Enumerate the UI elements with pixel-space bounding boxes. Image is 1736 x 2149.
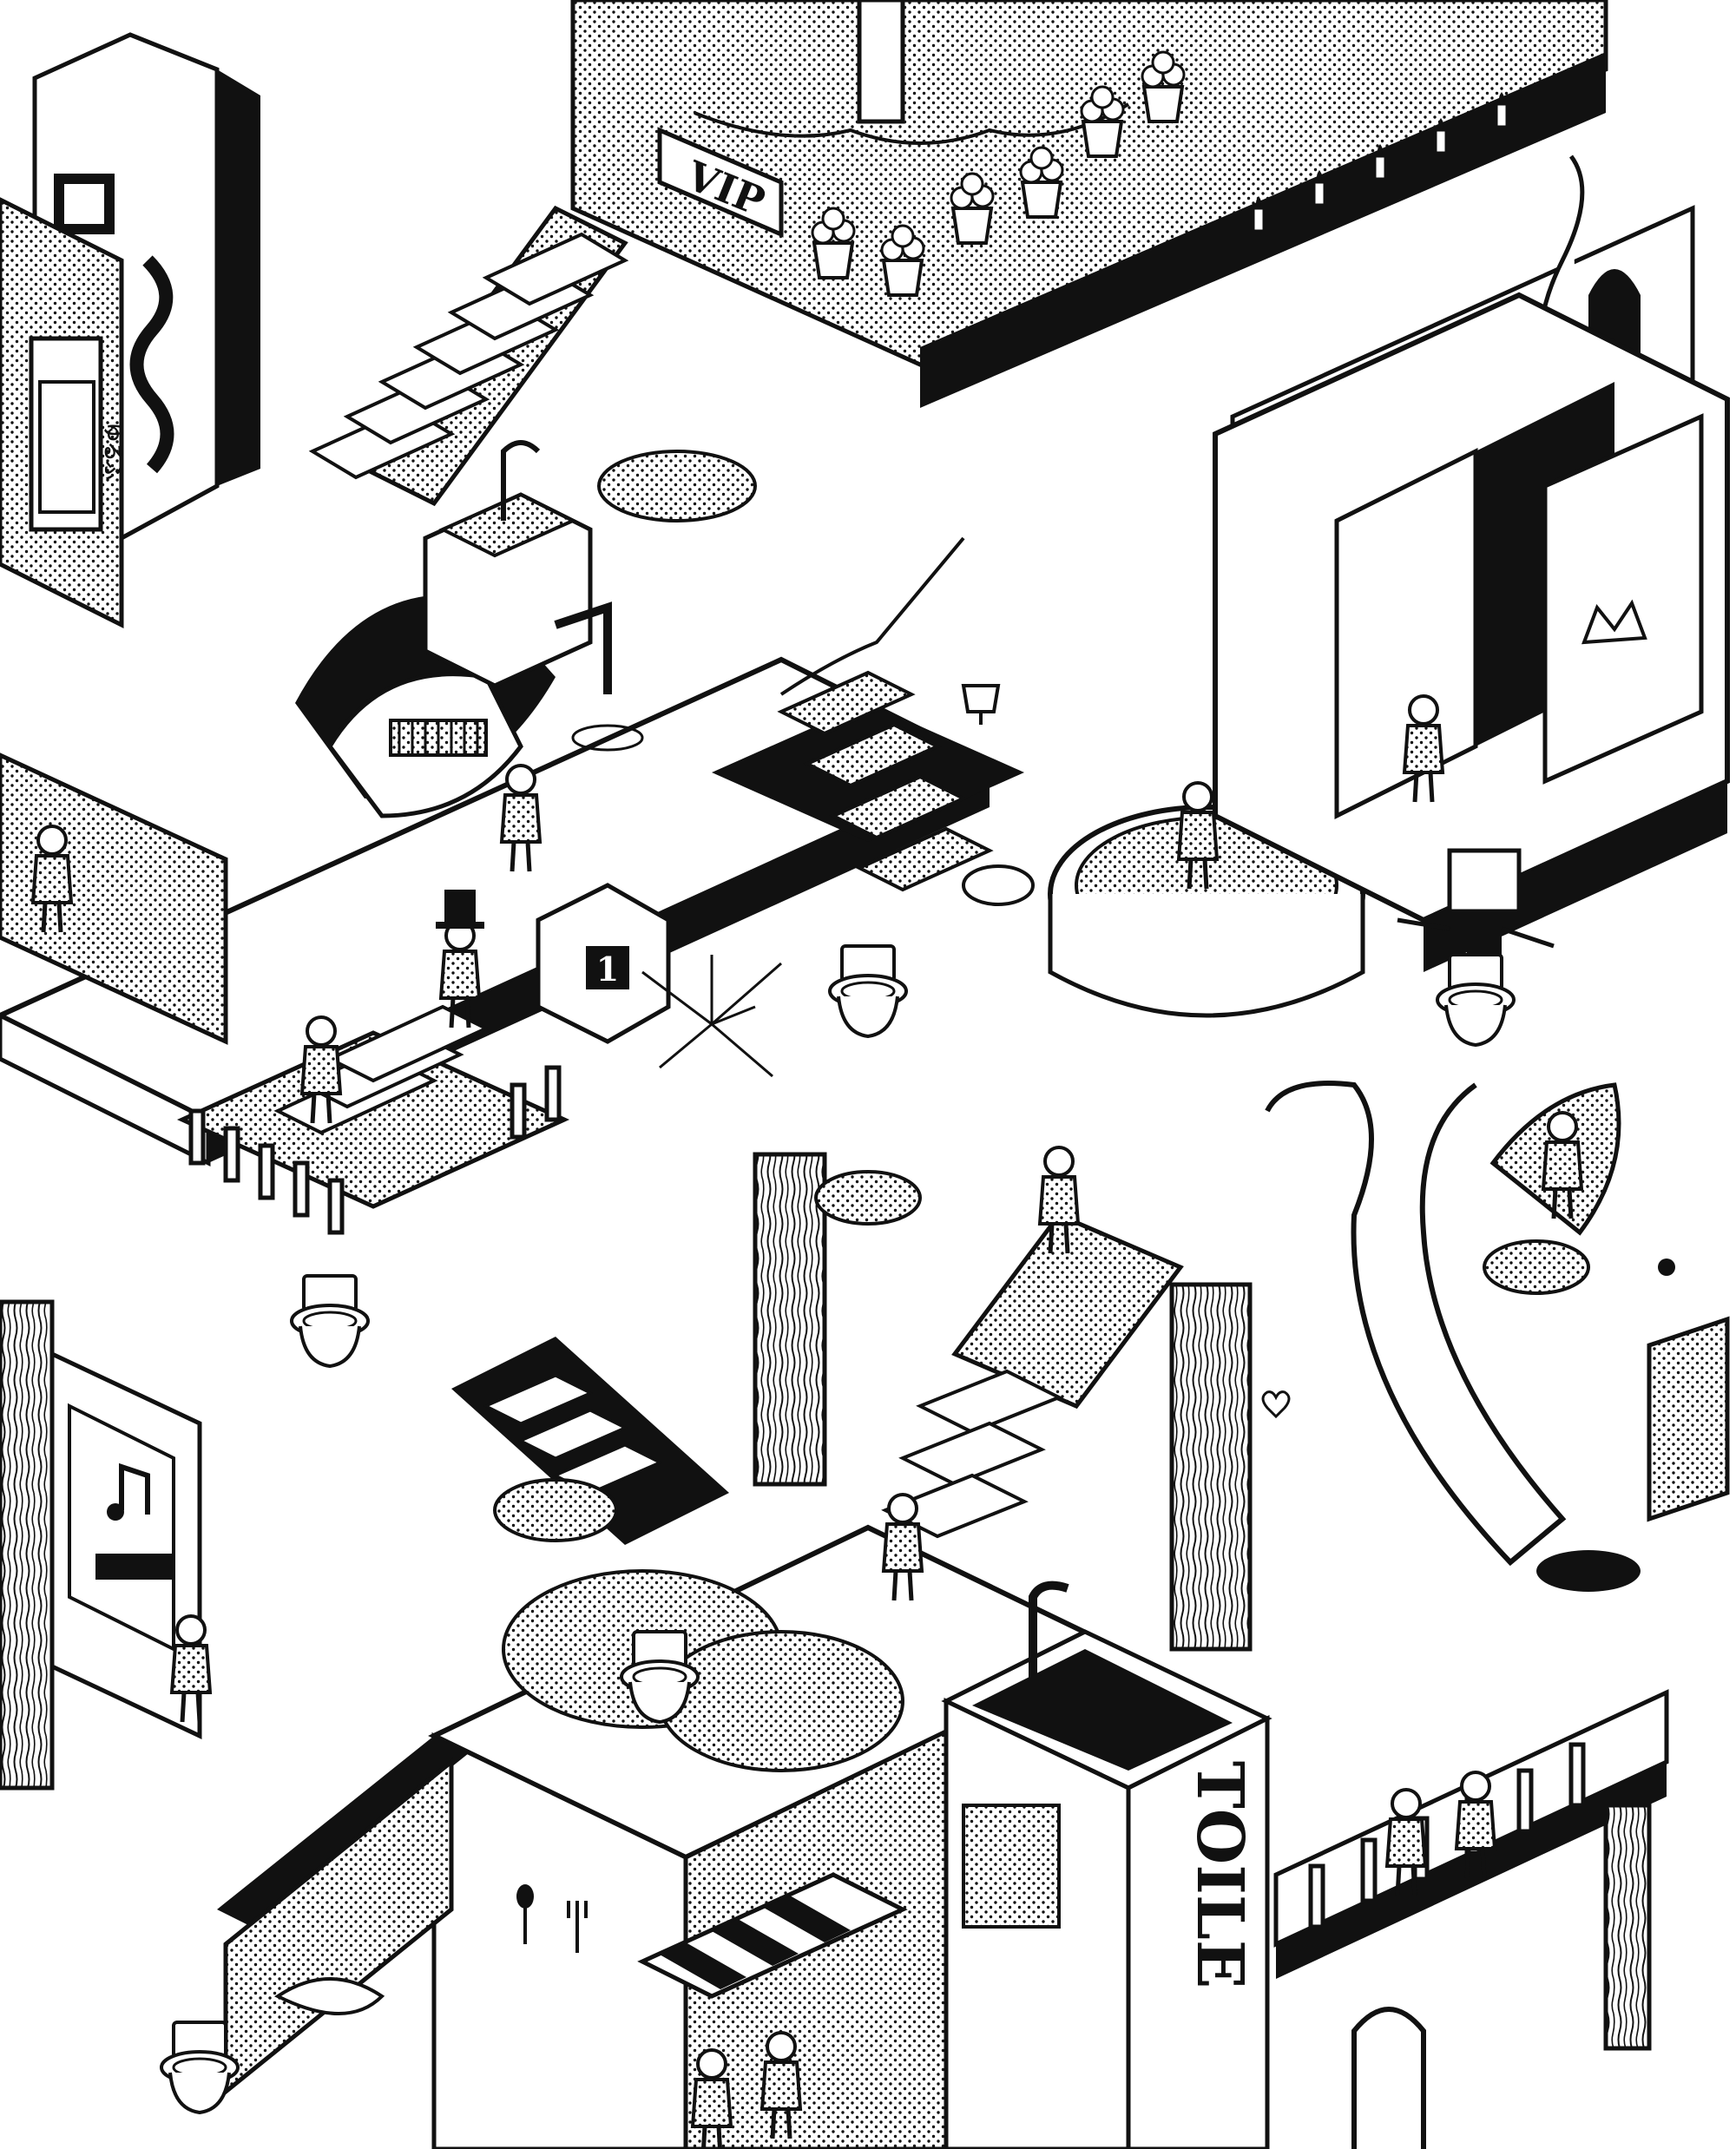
boat-scene <box>1489 1082 1730 1522</box>
center-lower-stairs <box>881 1147 1184 1539</box>
fish-icon <box>274 1977 385 2015</box>
hanging-scroll-text: ゆるふ <box>101 423 123 480</box>
sink-fountain <box>423 440 644 752</box>
upper-staircase <box>308 205 629 507</box>
cabin-number: 1 <box>596 950 619 989</box>
toilet-tower: TOILE <box>941 1581 1272 2149</box>
diner-building <box>431 1724 957 2149</box>
music-note-icon <box>119 1462 150 1515</box>
fountain <box>1048 783 1365 1018</box>
top-left-building: ゆるふ <box>0 32 260 629</box>
lower-right-bridge <box>1273 1689 1669 2149</box>
keyhole-icon <box>1658 1259 1675 1276</box>
heart-icon <box>1261 1390 1291 1419</box>
cup-icon <box>961 684 1001 725</box>
crown-icon <box>1581 599 1647 645</box>
fork-icon <box>567 1901 588 1953</box>
column-center-right <box>1169 1282 1253 1652</box>
toilet-sign: TOILE <box>1182 1761 1257 1989</box>
tree-trunk-center <box>753 1152 827 1487</box>
vip-balcony: VIP <box>570 0 1608 408</box>
spark-firework <box>641 955 782 1078</box>
balcony-stairwell <box>176 890 570 1235</box>
spoon-icon <box>516 1884 534 1944</box>
music-building <box>49 1351 210 1739</box>
bushes <box>493 450 1590 1542</box>
stall-block <box>1213 292 1730 1047</box>
lower-left-stairs <box>160 1736 469 2114</box>
tube-slide <box>1265 1081 1641 1592</box>
center-stairs <box>712 536 1035 906</box>
striped-awning <box>637 1872 908 1999</box>
robot <box>1397 848 1555 955</box>
garden-roof <box>428 1495 1126 1861</box>
hanging-scroll: ゆるふ <box>38 380 123 514</box>
tree-trunk-left <box>0 1299 55 1791</box>
numbered-cabin: 1 <box>536 883 671 1044</box>
